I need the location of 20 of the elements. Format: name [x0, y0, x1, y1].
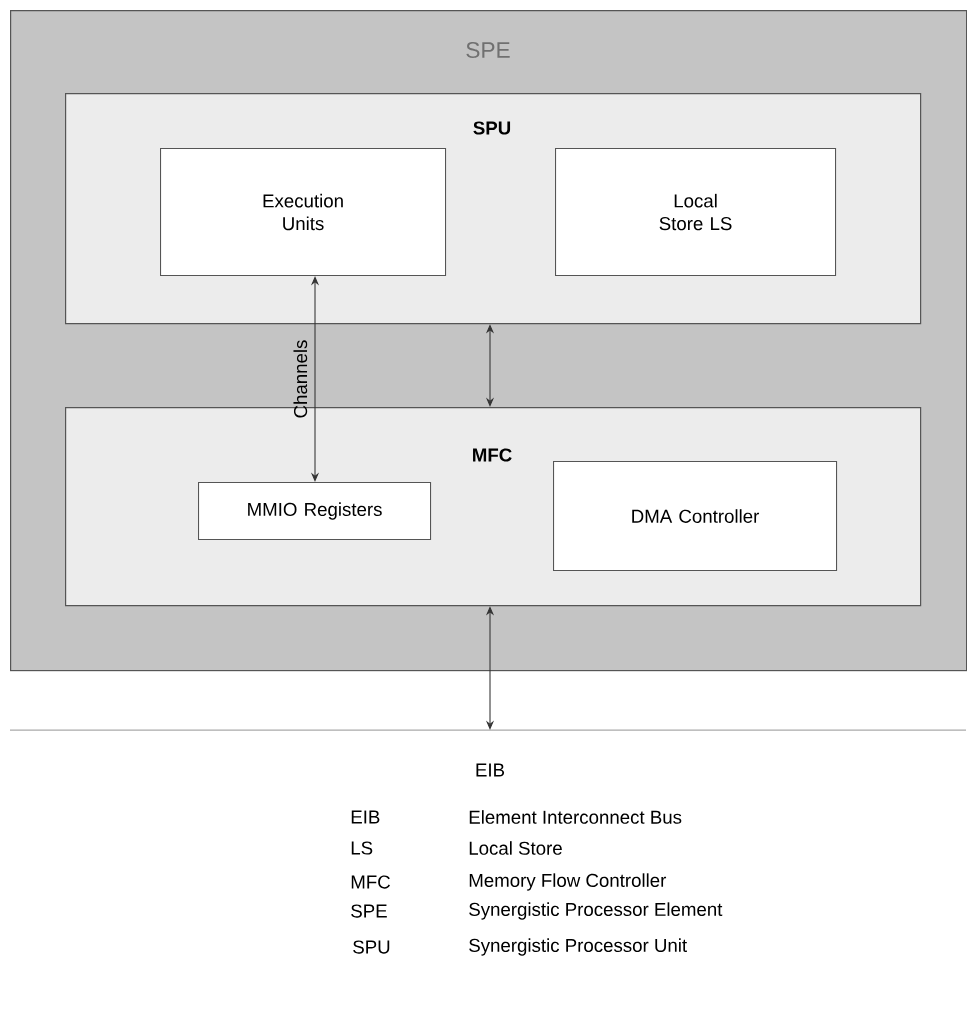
- legend-text: SPE: [351, 904, 387, 918]
- arrow: [310, 276, 320, 482]
- legend-text: SPU: [353, 940, 390, 954]
- box-title: SPE: [466, 41, 510, 59]
- unit-box: DMA Controller: [553, 461, 838, 572]
- unit-box: Local Store LS: [555, 148, 837, 277]
- legend-text: LS: [351, 841, 373, 855]
- legend-text: EIB: [351, 810, 380, 824]
- legend-text: Local Store: [469, 841, 562, 855]
- legend-text: Memory Flow Controller: [469, 873, 667, 891]
- unit-box: MMIO Registers: [198, 482, 432, 541]
- box-title: SPU: [473, 121, 511, 135]
- legend-text: Synergistic Processor Element: [469, 902, 723, 920]
- unit-box: Execution Units: [160, 148, 447, 277]
- bus-label: EIB: [476, 763, 505, 777]
- legend-text: Element Interconnect Bus: [469, 810, 682, 824]
- legend-text: MFC: [351, 875, 390, 889]
- box-title: MFC: [473, 448, 512, 462]
- legend-text: Synergistic Processor Unit: [469, 938, 687, 956]
- edge-label: Channels: [293, 340, 308, 418]
